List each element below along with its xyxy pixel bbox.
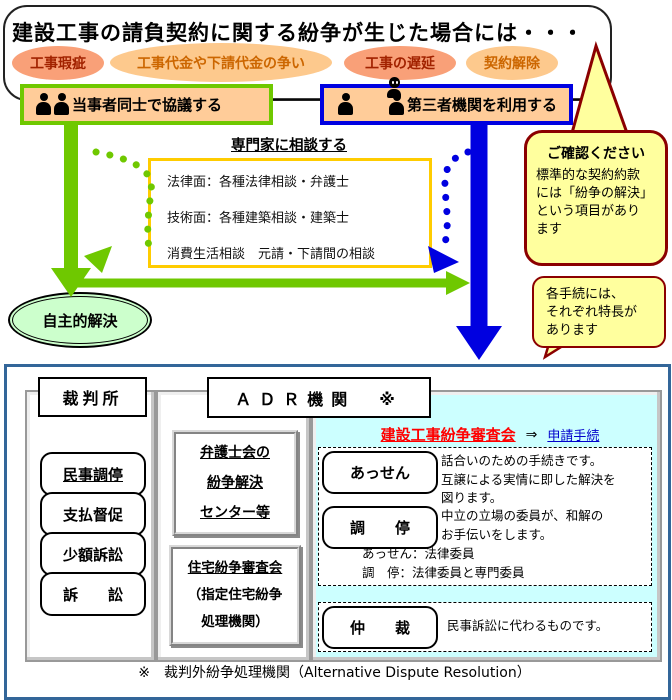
procedure-chusai-badge: 仲 裁 (322, 606, 438, 649)
procedure-chusai-label: 仲 裁 (349, 619, 410, 637)
adr-header-label: ＡＤＲ機関 ※ (235, 389, 403, 409)
green-right-arrowhead-icon (446, 271, 470, 295)
tag-delay: 工事の遅延 (344, 46, 456, 80)
self-resolution-ellipse: 自主的解決 (8, 292, 152, 348)
court-item-label: 支払督促 (62, 505, 123, 524)
shinsakai-title-row: 建設工事紛争審査会 ⇒ 申請手続 (330, 424, 650, 445)
court-item-civil-mediation[interactable]: 民事調停 (40, 452, 146, 496)
expert-line-technical: 技術面：各種建築相談・建築士 (167, 211, 350, 226)
shinsakai-title-link[interactable]: 建設工事紛争審査会 (380, 426, 516, 444)
court-item-litigation: 訴 訟 (40, 572, 146, 616)
referee-person-icon (386, 77, 402, 99)
callout-confirm: ご確認ください 標準的な契約約款 には「紛争の解決」 という項目があり ます (524, 130, 668, 266)
procedure-chotei-notes: あっせん：法律委員 調 停：法律委員と専門委員 (362, 546, 525, 580)
tag-defect: 工事瑕疵 (12, 46, 104, 80)
bar-association-line: センター等 (200, 505, 270, 521)
procedure-assen-desc: 話合いのための手続きです。 互譲による実情に即した解決を 図ります。 (441, 453, 616, 505)
court-item-small-claims: 少額訴訟 (40, 532, 146, 576)
blue-down-arrowhead-icon (456, 326, 502, 360)
double-arrow-icon: ⇒ (525, 426, 538, 443)
green-dotted-arrowhead-icon (84, 246, 112, 273)
court-item-label: 少額訴訟 (62, 545, 123, 564)
tag-payment-dispute-label: 工事代金や下請代金の争い (137, 55, 305, 72)
bar-association-center-box[interactable]: 弁護士会の 紛争解決 センター等 (172, 430, 298, 536)
node-negotiate: 当事者同士で協議する (20, 84, 273, 125)
procedure-chotei-badge: 調 停 (322, 506, 438, 549)
court-item-label: 訴 訟 (62, 585, 123, 604)
court-item-payment-demand: 支払督促 (40, 492, 146, 536)
callout-confirm-title: ご確認ください (547, 146, 645, 162)
tag-cancellation: 契約解除 (466, 46, 558, 80)
housing-dispute-line: （指定住宅紛争 (187, 587, 283, 603)
housing-dispute-line: 住宅紛争審査会 (187, 560, 283, 576)
expert-box: 法律面：各種法律相談・弁護士 技術面：各種建築相談・建築士 消費生活相談 元請・… (148, 158, 432, 268)
adr-header: ＡＤＲ機関 ※ (207, 377, 431, 418)
procedure-chotei-desc: 中立の立場の委員が、和解の お手伝いをします。 (441, 508, 604, 542)
tag-delay-label: 工事の遅延 (365, 56, 435, 72)
court-item-label: 民事調停 (62, 465, 123, 484)
adr-footnote: ※ 裁判外紛争処理機関（Alternative Dispute Resoluti… (138, 665, 531, 681)
callout-feature: 各手続には、 それぞれ特長が あります (532, 276, 666, 348)
court-header: 裁判所 (38, 377, 147, 417)
expert-box-title[interactable]: 専門家に相談する (231, 138, 347, 154)
blue-dotted-arrowhead-icon (428, 246, 459, 273)
self-resolution-label: 自主的解決 (42, 311, 118, 330)
application-procedure-link[interactable]: 申請手続 (547, 429, 600, 444)
node-third-party: 第三者機関を利用する (320, 77, 573, 125)
procedure-chusai-desc: 民事訴訟に代わるものです。 (447, 618, 609, 633)
person-icon (338, 92, 353, 117)
procedure-chotei-label: 調 停 (349, 519, 410, 537)
housing-dispute-line: 処理機関） (201, 614, 269, 630)
blue-dotted-curve (438, 148, 472, 254)
figure-title: 建設工事の請負契約に関する紛争が生じた場合には・・・ (12, 21, 584, 45)
procedure-assen-badge: あっせん (322, 451, 438, 494)
node-third-party-label: 第三者機関を利用する (407, 96, 558, 114)
person-icon (36, 92, 51, 117)
procedure-assen-label: あっせん (349, 464, 410, 482)
expert-line-legal: 法律面：各種法律相談・弁護士 (167, 175, 350, 190)
tag-defect-label: 工事瑕疵 (30, 56, 86, 72)
callout-confirm-body: 標準的な契約約款 には「紛争の解決」 という項目があり ます (536, 168, 654, 237)
bar-association-line: 弁護士会の (200, 445, 270, 461)
expert-line-consumer: 消費生活相談 元請・下請間の相談 (167, 247, 376, 262)
housing-dispute-board-box[interactable]: 住宅紛争審査会 （指定住宅紛争 処理機関） (169, 545, 301, 646)
green-dotted-curve (92, 148, 155, 256)
bar-association-line: 紛争解決 (207, 475, 263, 491)
node-negotiate-label: 当事者同士で協議する (72, 96, 223, 114)
person-icon (54, 92, 69, 117)
callout-feature-body: 各手続には、 それぞれ特長が あります (546, 287, 638, 338)
tag-payment-dispute: 工事代金や下請代金の争い (110, 43, 332, 82)
tag-cancellation-label: 契約解除 (484, 56, 540, 72)
court-header-label: 裁判所 (62, 389, 123, 408)
